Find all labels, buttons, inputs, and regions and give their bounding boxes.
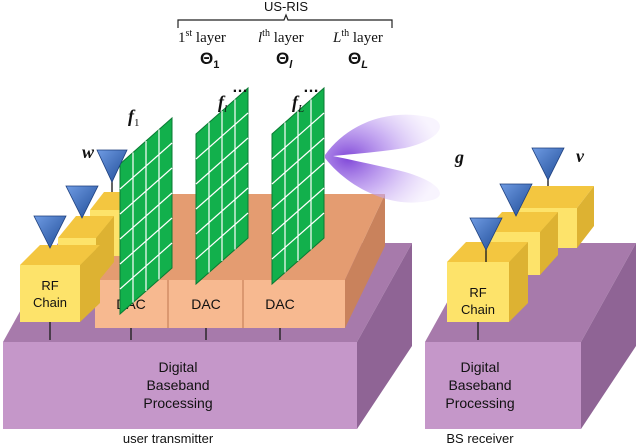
- svg-text:Θl: Θl: [276, 49, 293, 71]
- rx-baseband-line-1: Digital: [461, 359, 500, 375]
- ellipsis-2: …: [303, 79, 319, 96]
- tx-rf-side: [80, 245, 100, 322]
- rx-rf-label-1: RF: [469, 285, 486, 300]
- theta-1: Θ1: [200, 49, 219, 71]
- svg-text:fL: fL: [292, 92, 304, 115]
- antenna-icon: [65, 185, 99, 219]
- tx-baseband-front: [3, 342, 357, 429]
- svg-text:f1: f1: [128, 106, 140, 129]
- ris-panel-1: [119, 116, 173, 316]
- rx-baseband-side: [581, 243, 636, 429]
- svg-text:Θ1: Θ1: [200, 49, 219, 71]
- rx-baseband-line-2: Baseband: [448, 377, 511, 393]
- tx-rf-front: [20, 265, 80, 322]
- fL-label: fL: [292, 92, 304, 115]
- rx-caption: BS receiver: [446, 431, 514, 446]
- tx-caption: user transmitter: [123, 431, 214, 446]
- dac-label-3: DAC: [265, 296, 295, 312]
- ris-panels: [119, 86, 325, 316]
- ris-panel-l: [195, 86, 249, 286]
- rx-baseband-front: [425, 342, 581, 429]
- beam-lobe: [325, 114, 440, 203]
- tx-baseband-line-2: Baseband: [146, 377, 209, 393]
- rx-rf-side: [509, 242, 528, 322]
- w-label: w: [82, 142, 95, 162]
- tx-antennas: [33, 149, 128, 249]
- layer-label-first: 1st layer: [178, 28, 226, 46]
- ris-panel-L: [271, 86, 325, 286]
- rx-baseband-line-3: Processing: [445, 395, 514, 411]
- rx-rf-top: [447, 242, 528, 262]
- svg-text:fl: fl: [218, 92, 227, 115]
- svg-text:1st layer: 1st layer: [178, 28, 226, 46]
- rx-rf-front: [447, 262, 509, 322]
- svg-text:ΘL: ΘL: [348, 49, 368, 71]
- layer-label-last: Lth layer: [332, 28, 383, 46]
- rx-rf-stack: RF Chain: [447, 186, 594, 322]
- f1-label: f1: [128, 106, 140, 129]
- us-ris-brace: [177, 13, 393, 28]
- layer-label-mid: lth layer: [258, 28, 304, 46]
- svg-text:Lth layer: Lth layer: [332, 28, 383, 46]
- tx-rf-label-1: RF: [41, 278, 58, 293]
- tx-baseband-line-1: Digital: [159, 359, 198, 375]
- antenna-icon: [531, 147, 565, 186]
- fl-label: fl: [218, 92, 227, 115]
- antenna-icon: [469, 217, 503, 262]
- rx-rf-label-2: Chain: [461, 302, 495, 317]
- dac-slab-side: [345, 194, 385, 328]
- g-label: g: [454, 147, 464, 167]
- theta-L: ΘL: [348, 49, 368, 71]
- dac-connectors: [130, 328, 281, 340]
- antenna-icon: [96, 149, 128, 192]
- tx-rf-top: [20, 245, 100, 265]
- us-ris-title: US-RIS: [264, 0, 308, 14]
- tx-baseband-line-3: Processing: [143, 395, 212, 411]
- tx-rf-label-2: Chain: [33, 295, 67, 310]
- v-label: v: [576, 146, 585, 166]
- antenna-icon: [499, 183, 533, 217]
- antenna-icon: [33, 215, 67, 249]
- ellipsis-1: …: [232, 79, 248, 96]
- rx-antennas: [469, 147, 565, 262]
- tx-baseband-side: [357, 243, 412, 429]
- dac-label-2: DAC: [191, 296, 221, 312]
- svg-text:lth layer: lth layer: [258, 28, 304, 46]
- theta-l: Θl: [276, 49, 293, 71]
